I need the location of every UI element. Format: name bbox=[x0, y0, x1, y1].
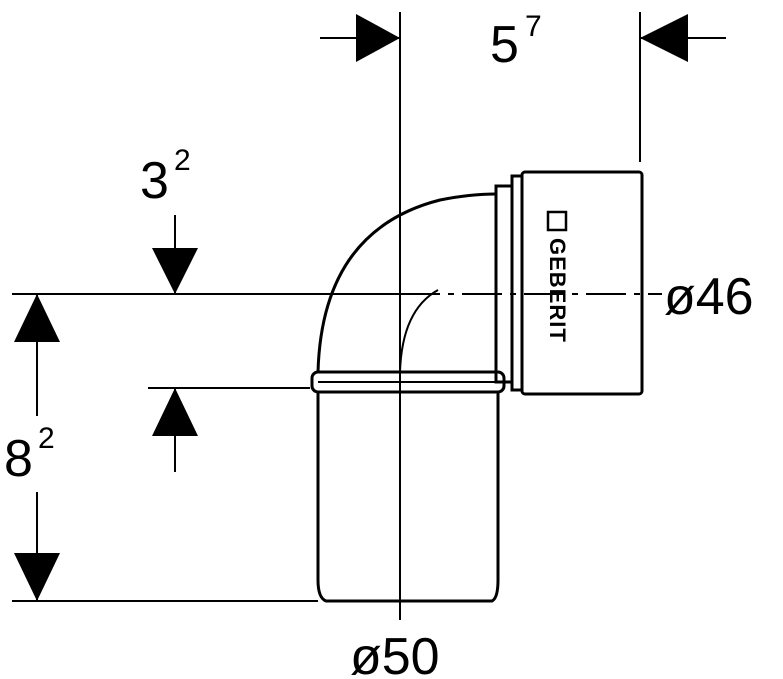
arrow-top-left bbox=[356, 14, 400, 62]
geberit-logo: GEBERIT bbox=[545, 210, 570, 343]
total-dim-sup: 2 bbox=[38, 422, 55, 455]
top-dim-sup: 7 bbox=[525, 10, 542, 43]
elbow-outer-curve bbox=[316, 192, 497, 373]
upper-dim-base: 3 bbox=[140, 152, 169, 210]
dimension-lines bbox=[12, 12, 726, 620]
arrowheads bbox=[14, 14, 688, 601]
elbow-fitting bbox=[310, 170, 644, 603]
top-dim-base: 5 bbox=[490, 16, 519, 74]
arrow-upper-down bbox=[152, 248, 198, 294]
logo-square bbox=[546, 210, 568, 232]
arrow-upper-up bbox=[152, 388, 198, 436]
socket-body bbox=[520, 170, 644, 396]
arrow-total-up bbox=[14, 294, 60, 342]
vertical-spigot-outline bbox=[316, 392, 500, 603]
arrow-top-right bbox=[640, 14, 688, 62]
total-dim-base: 8 bbox=[4, 430, 33, 488]
upper-dim-sup: 2 bbox=[174, 144, 191, 177]
logo-text: GEBERIT bbox=[545, 238, 570, 343]
arrow-total-down bbox=[14, 553, 60, 601]
elbow-inner-curve bbox=[399, 289, 439, 373]
bottom-diameter-label: ø50 bbox=[350, 628, 440, 679]
hub-ring-1 bbox=[494, 184, 514, 384]
right-diameter-label: ø46 bbox=[664, 268, 754, 326]
